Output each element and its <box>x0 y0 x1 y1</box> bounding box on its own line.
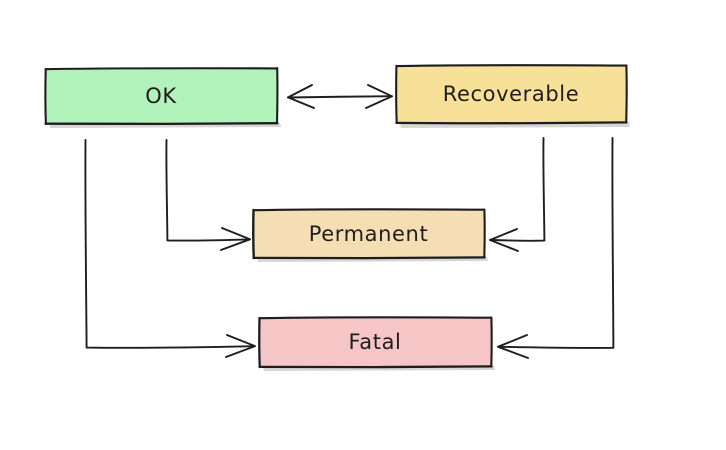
node-permanent-fill <box>253 209 485 258</box>
node-ok-outline-4 <box>45 69 46 124</box>
node-fatal-outline-4 <box>259 318 260 367</box>
node-fatal-outline <box>260 317 492 318</box>
node-ok-outline-3 <box>46 123 278 124</box>
node-recoverable-outline <box>397 65 627 66</box>
edge-recoverable-fatal-line <box>500 138 613 348</box>
edge-recoverable-fatal[interactable] <box>498 138 613 358</box>
edge-ok-permanent-line <box>166 140 249 241</box>
edge-ok-fatal[interactable] <box>85 140 255 357</box>
node-recoverable-outline-3 <box>396 122 626 123</box>
node-fatal[interactable] <box>259 317 495 371</box>
edge-recoverable-permanent[interactable] <box>490 138 544 251</box>
node-recoverable-fill <box>396 65 627 123</box>
node-ok-outline <box>46 68 277 69</box>
node-fatal-fill <box>259 317 492 367</box>
node-ok[interactable] <box>45 68 281 128</box>
node-permanent-outline-4 <box>253 210 254 258</box>
node-fatal-outline-3 <box>260 366 492 367</box>
edge-ok-fatal-line <box>85 140 254 348</box>
node-recoverable-outline-4 <box>396 66 397 123</box>
node-permanent[interactable] <box>253 209 488 262</box>
edge-ok-recoverable[interactable] <box>288 85 392 108</box>
node-permanent-outline-3 <box>254 257 485 258</box>
node-recoverable[interactable] <box>396 65 630 128</box>
node-ok-fill <box>45 68 278 124</box>
edge-ok-permanent[interactable] <box>166 140 250 250</box>
node-permanent-outline <box>254 209 485 210</box>
edge-recoverable-permanent-line <box>492 138 544 241</box>
edge-ok-recoverable-line <box>288 96 392 97</box>
